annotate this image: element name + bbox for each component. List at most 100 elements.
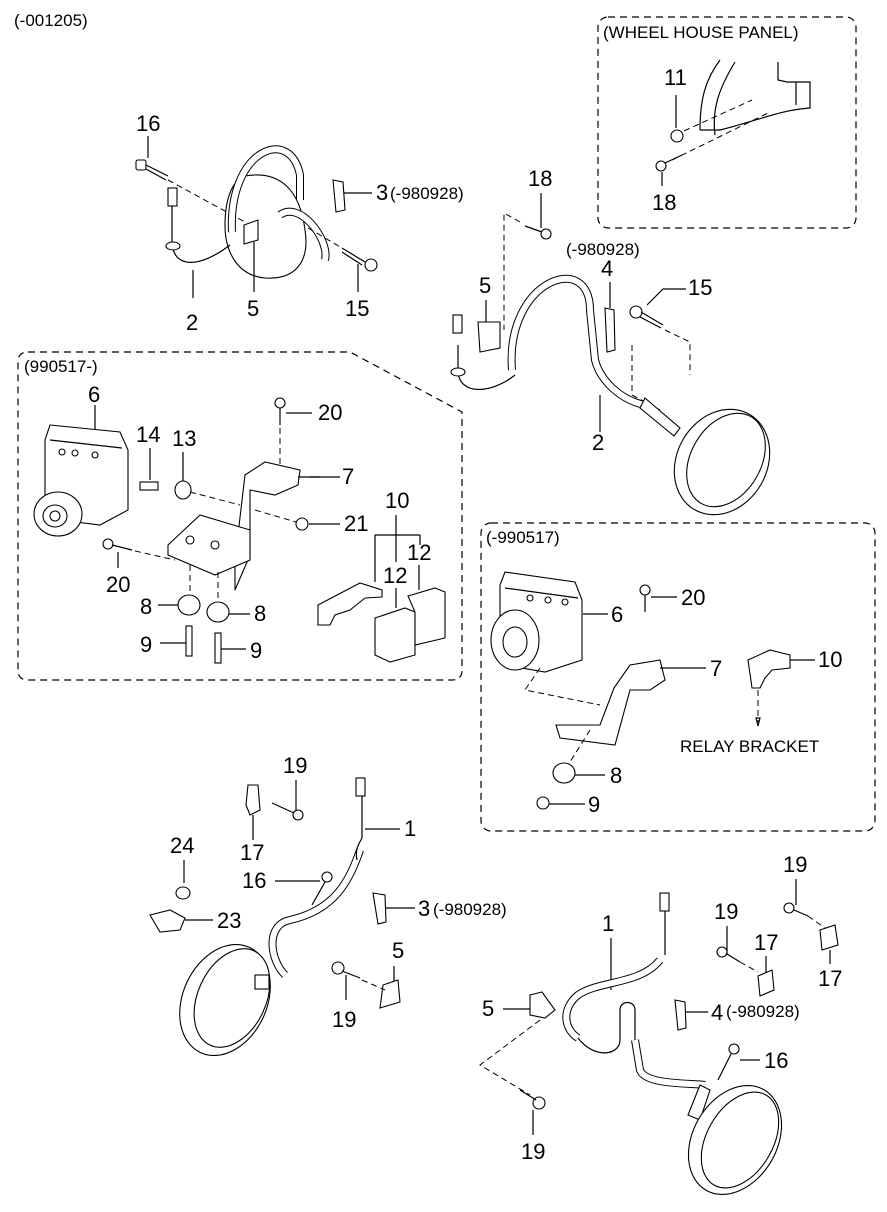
bracket-10: [747, 649, 791, 689]
bracket-5: [529, 991, 556, 1019]
callout-23: 23: [217, 908, 241, 933]
callout-3-note: (-980928): [433, 900, 507, 919]
clip-17: [757, 969, 775, 997]
hecu-early-title: (-990517): [486, 528, 560, 547]
clip-17: [819, 924, 839, 951]
callout-5: 5: [247, 296, 259, 321]
hecu-unit-6: [33, 424, 129, 537]
callout-16: 16: [242, 868, 266, 893]
connector: [167, 187, 178, 207]
bolt-18: [540, 228, 552, 240]
callout-16: 16: [764, 1048, 788, 1073]
bracket-4: [604, 307, 616, 353]
callout-19: 19: [521, 1139, 545, 1164]
callout-5: 5: [392, 938, 404, 963]
hecu-group-990517-early: (-990517) 6 20 7 10 RELAY BRACKET 8: [480, 522, 876, 832]
bolt-16: [728, 1043, 740, 1055]
callout-8: 8: [610, 763, 622, 788]
callout-10: 10: [818, 647, 842, 672]
bolt-9: [185, 625, 193, 657]
callout-8: 8: [254, 601, 266, 626]
header-code: (-001205): [14, 11, 88, 30]
callout-2: 2: [186, 310, 198, 335]
callout-6: 6: [611, 602, 623, 627]
relay-12: [374, 607, 416, 663]
callout-17: 17: [754, 930, 778, 955]
callout-20: 20: [318, 400, 342, 425]
callout-15: 15: [345, 296, 369, 321]
callout-3: 3: [418, 896, 430, 921]
hub-disc: [224, 174, 307, 279]
connector: [452, 314, 463, 334]
top-left-sensor-assembly: 16 3 (-980928) 2 5 15: [135, 111, 464, 335]
callout-24: 24: [170, 833, 194, 858]
callout-4-note: (-980928): [566, 240, 640, 259]
sensor-head: [639, 397, 681, 437]
bracket-7: [234, 461, 301, 591]
callout-19: 19: [714, 899, 738, 924]
bracket-5: [379, 979, 401, 1009]
bracket-3: [332, 179, 346, 213]
bottom-right-sensor-assembly: 1 5 19 19 17 19: [479, 852, 842, 1195]
bushing-13: [174, 480, 192, 500]
hecu-unit-6: [490, 571, 583, 673]
callout-8: 8: [140, 594, 152, 619]
callout-3: 3: [376, 180, 388, 205]
bolt-20: [102, 538, 114, 550]
callout-3-note: (-980928): [390, 184, 464, 203]
callout-15: 15: [688, 275, 712, 300]
callout-19: 19: [283, 753, 307, 778]
bolt-18: [655, 160, 667, 172]
callout-18: 18: [652, 190, 676, 215]
callout-20: 20: [106, 572, 130, 597]
bracket-5: [477, 321, 501, 353]
bracket-5: [243, 219, 259, 245]
nut-24: [175, 886, 191, 900]
callout-14: 14: [136, 422, 160, 447]
wheel-house-box: [597, 16, 857, 229]
relay-bracket-plate: [317, 582, 383, 626]
bracket-4: [674, 999, 687, 1031]
callout-12: 12: [383, 563, 407, 588]
bolt-9: [214, 632, 222, 664]
bolt-15: [629, 305, 664, 329]
mount-8: [177, 594, 201, 616]
bolt-19: [783, 902, 795, 914]
callout-1: 1: [602, 911, 614, 936]
callout-19: 19: [332, 1007, 356, 1032]
hecu-early-box: [480, 522, 876, 832]
bracket-base: [167, 514, 251, 576]
callout-9: 9: [588, 792, 600, 817]
bracket-7: [555, 659, 666, 746]
bolt-20: [274, 397, 286, 409]
relay-12: [407, 587, 446, 646]
panel-edge: [699, 59, 721, 131]
bolt-15: [341, 247, 378, 272]
relay-bracket-note: RELAY BRACKET: [680, 737, 819, 756]
nut-21: [295, 517, 309, 531]
hecu-late-title: (990517-): [24, 357, 98, 376]
callout-16: 16: [136, 111, 160, 136]
sensor-cable-2: [171, 192, 231, 263]
clip-17: [245, 784, 261, 816]
bolt-16: [321, 871, 333, 883]
callout-6: 6: [88, 382, 100, 407]
callout-2: 2: [592, 430, 604, 455]
hecu-late-box: [17, 351, 463, 681]
bolt-19: [292, 809, 304, 821]
callout-19: 19: [783, 852, 807, 877]
bolt-9: [536, 796, 550, 810]
callout-17: 17: [240, 840, 264, 865]
bolt-19: [716, 946, 728, 958]
nut-11: [670, 129, 684, 143]
callout-4: 4: [601, 256, 613, 281]
callout-4: 4: [711, 1000, 723, 1025]
callout-7: 7: [342, 464, 354, 489]
top-right-sensor-assembly: 18 (-980928) 4 15 5 2: [450, 166, 771, 516]
bottom-left-sensor-assembly: 19 17 1 24 16 23 3 (-980928) 5: [149, 753, 507, 1057]
mount-8: [206, 601, 230, 623]
clip-23: [149, 909, 186, 933]
bolt-16: [135, 159, 169, 181]
bracket-3: [372, 892, 387, 925]
